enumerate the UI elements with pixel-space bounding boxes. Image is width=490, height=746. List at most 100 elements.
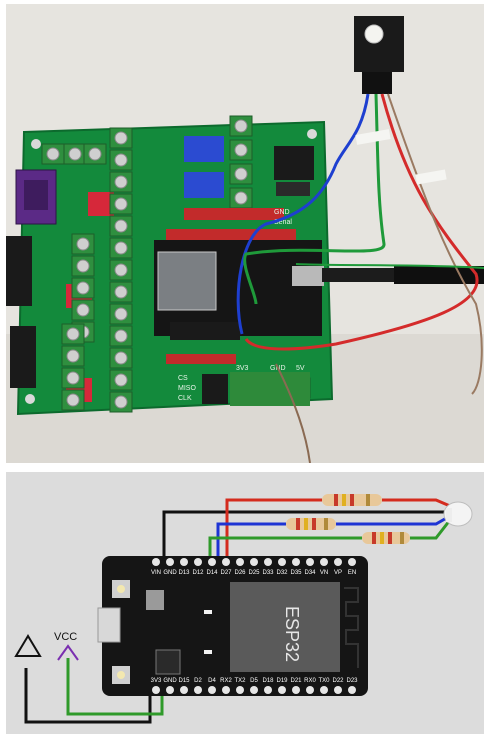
pin-hole (334, 558, 342, 566)
pin-hole (166, 558, 174, 566)
header-row (170, 322, 240, 340)
pin-label: D15 (178, 678, 190, 684)
bottom-pin-row (152, 686, 356, 694)
pin-header-blue (184, 136, 224, 162)
pin-label: D33 (262, 570, 274, 576)
hardware-photo: GND Serial 3V3 GND 5V CS MISO CLK (6, 4, 484, 463)
chip-label: ESP32 (282, 606, 302, 662)
pin-label: 3V3 (151, 678, 162, 684)
pin-label: D21 (290, 678, 302, 684)
pin-label: D34 (304, 570, 316, 576)
pin-hole (152, 558, 160, 566)
pin-hole (348, 558, 356, 566)
pin-label: VIN (151, 570, 161, 576)
pin-label: D19 (276, 678, 288, 684)
pin-hole (278, 558, 286, 566)
resistor-blue (286, 518, 336, 530)
screw-head (114, 241, 128, 255)
top-pin-row (152, 558, 356, 566)
screw-head (114, 197, 128, 211)
screw-head (114, 373, 128, 387)
mount-hole (31, 139, 41, 149)
pin-label: D32 (276, 570, 288, 576)
screw-head (46, 147, 60, 161)
ground-arrow-icon (14, 634, 42, 657)
pin-hole (194, 558, 202, 566)
pin-label: TX0 (318, 678, 330, 684)
screw-head (66, 393, 80, 407)
led-connector (362, 72, 392, 94)
smd-part (204, 610, 212, 614)
screw-head (66, 327, 80, 341)
tape (355, 129, 391, 145)
screw-head (114, 153, 128, 167)
hardware-photo-drawing: GND Serial 3V3 GND 5V CS MISO CLK (6, 4, 484, 463)
en-button-cap (117, 671, 125, 679)
pin-label: VN (320, 570, 328, 576)
wire-green (243, 93, 386, 305)
rgb-led-icon (443, 501, 473, 527)
wire-green-led (410, 519, 452, 540)
pin-hole (320, 558, 328, 566)
usb-cable (322, 268, 394, 282)
silk-label-serial: Serial (274, 219, 292, 226)
wire-green-vcc (66, 658, 164, 716)
wire-blue (236, 93, 370, 335)
screw-head (234, 119, 248, 133)
screw-head (66, 349, 80, 363)
usb-serial-chip (155, 649, 181, 675)
pin-hole (320, 686, 328, 694)
pin-hole (334, 686, 342, 694)
screw-head (114, 329, 128, 343)
screw-head (88, 147, 102, 161)
pin-hole (222, 558, 230, 566)
pin-label: D22 (332, 678, 344, 684)
pin-hole (194, 686, 202, 694)
esp32-module-can (157, 251, 217, 311)
pin-hole (166, 686, 174, 694)
header-left (6, 236, 32, 306)
pin-label: RX2 (220, 678, 232, 684)
screw-head (114, 175, 128, 189)
pin-hole (250, 558, 258, 566)
pin-header-red (166, 354, 236, 364)
wire-brown (387, 93, 483, 395)
screw-head (234, 143, 248, 157)
pin-label: RX0 (304, 678, 316, 684)
pin-label: VP (334, 570, 342, 576)
pin-label: D23 (346, 678, 358, 684)
pin-label: EN (348, 570, 356, 576)
pin-label: D25 (248, 570, 260, 576)
resistor-green (362, 532, 410, 544)
pin-hole (208, 558, 216, 566)
tape (415, 169, 447, 185)
screw-head (66, 371, 80, 385)
pin-label: D4 (208, 678, 216, 684)
pin-hole (264, 558, 272, 566)
pin-hole (306, 686, 314, 694)
screw-head (234, 167, 248, 181)
pin-hole (250, 686, 258, 694)
screw-head (76, 237, 90, 251)
pin-label: GND (163, 678, 177, 684)
pin-label: D18 (262, 678, 274, 684)
screw-head (76, 259, 90, 273)
pin-hole (306, 558, 314, 566)
silk-label-gnd: GND (274, 209, 290, 216)
screw-head (114, 285, 128, 299)
wire-brown (275, 363, 311, 463)
pin-hole (222, 686, 230, 694)
esp32-module (230, 582, 340, 672)
pin-hole (348, 686, 356, 694)
wire-red-led (382, 498, 451, 508)
pin-hole (208, 686, 216, 694)
pin-label: D27 (220, 570, 232, 576)
mount-hole (25, 394, 35, 404)
pin-hole (152, 686, 160, 694)
terminal-block-bottom (230, 372, 310, 406)
pin-label: D14 (206, 570, 218, 576)
wire-black-top (162, 510, 450, 558)
screw-head (114, 131, 128, 145)
